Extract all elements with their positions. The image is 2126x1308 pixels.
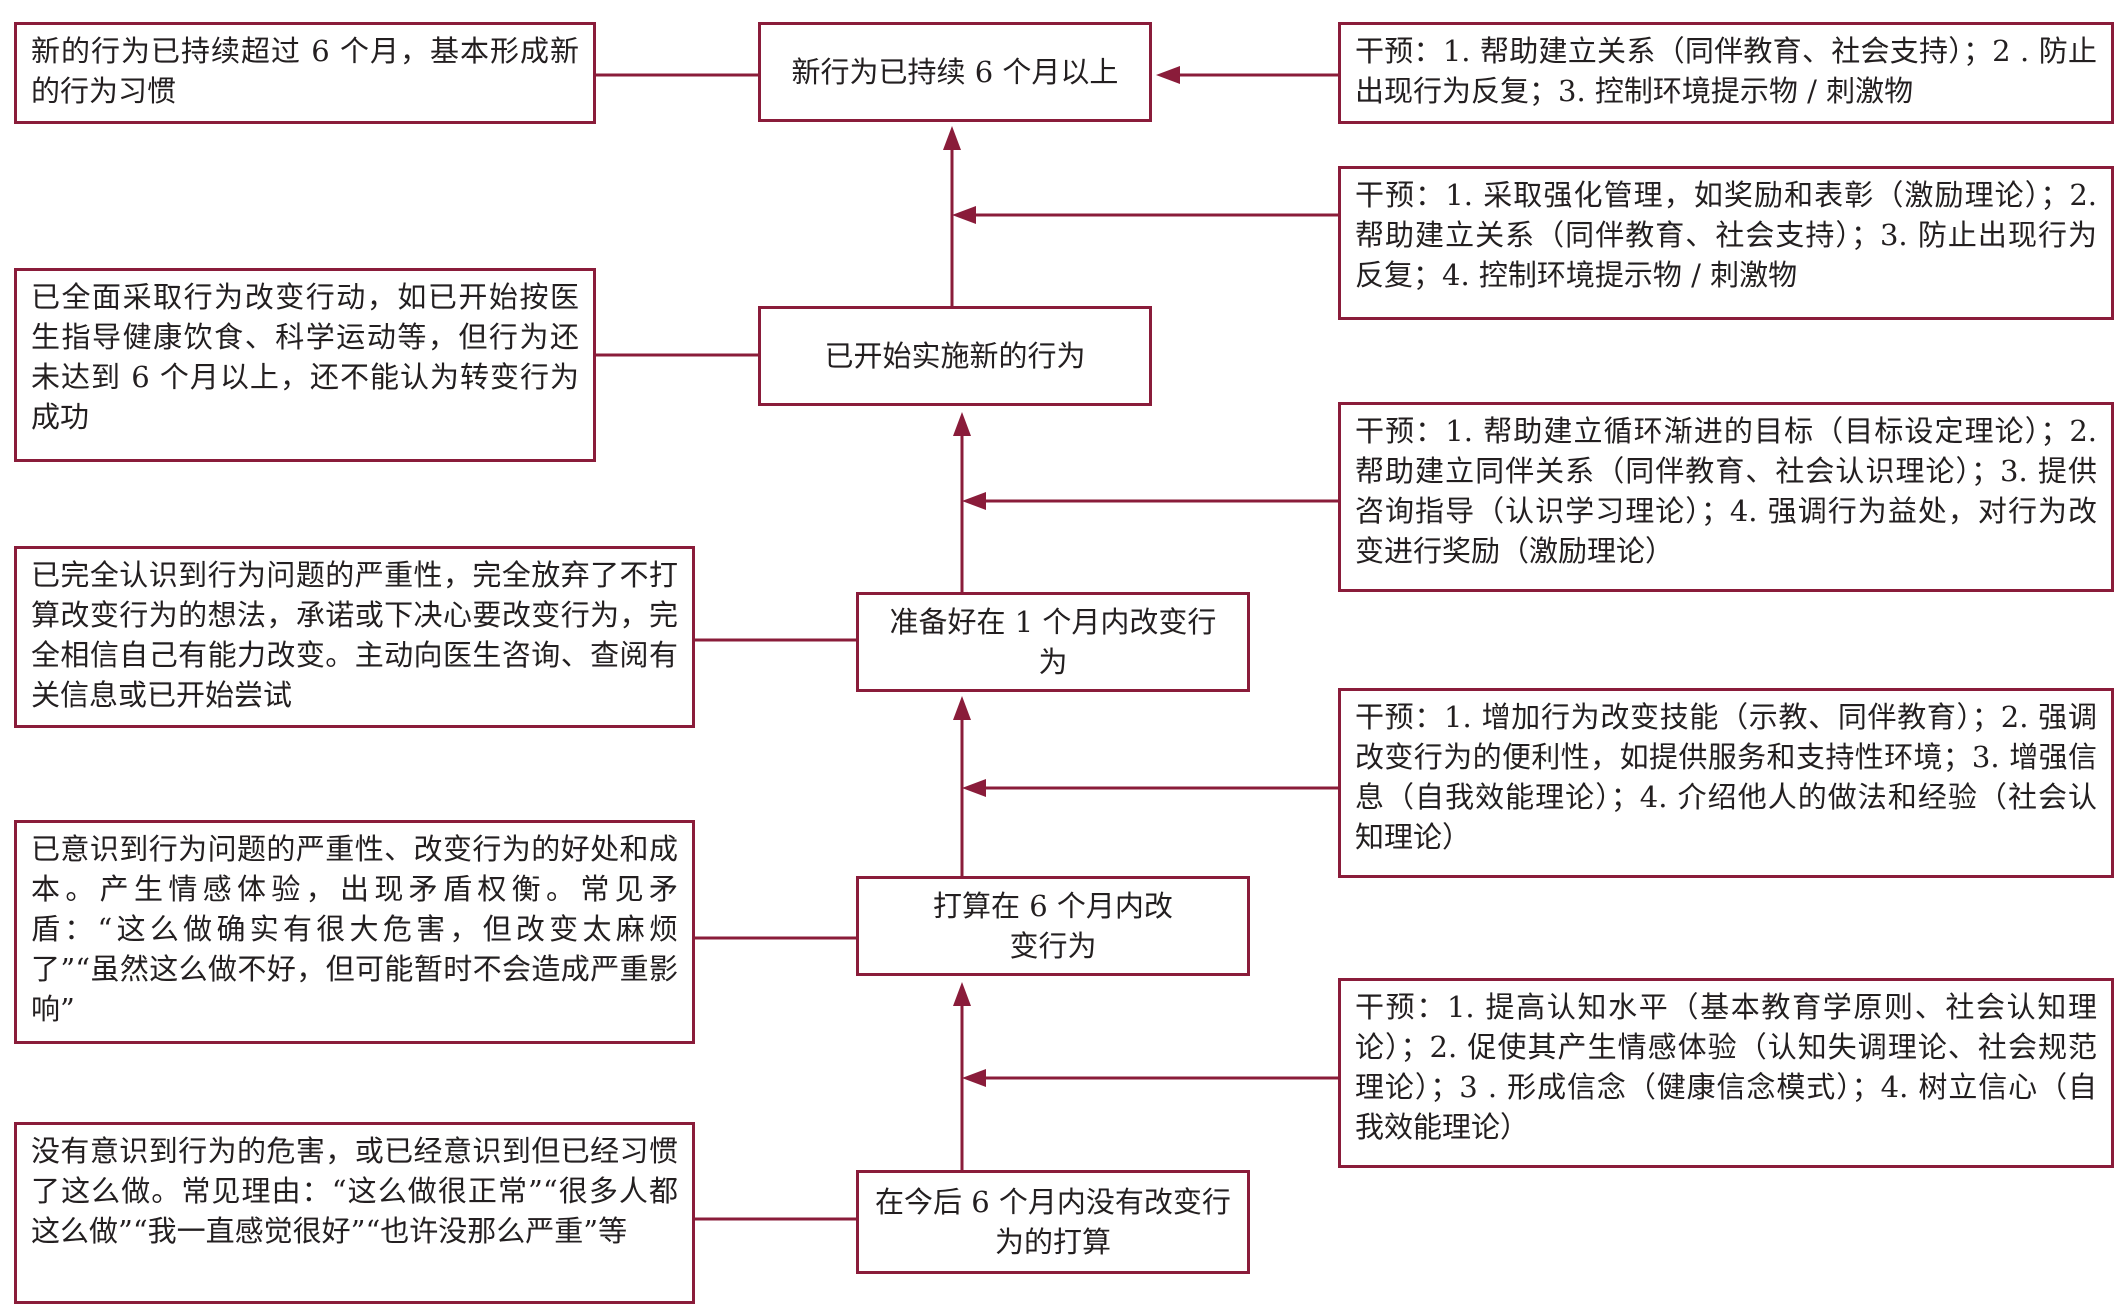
stage-action: 已开始实施新的行为 bbox=[758, 306, 1152, 406]
description-preparation-text: 已完全认识到行为问题的严重性，完全放弃了不打算改变行为的想法，承诺或下决心要改变… bbox=[31, 558, 678, 712]
intervention-contemplation-to-preparation: 干预：1. 增加行为改变技能（示教、同伴教育）；2. 强调改变行为的便利性，如提… bbox=[1338, 688, 2114, 878]
arrowhead-intervention-precontemplation-contemplation bbox=[962, 1069, 986, 1087]
arrowhead-preparation bbox=[953, 696, 971, 720]
description-preparation: 已完全认识到行为问题的严重性，完全放弃了不打算改变行为的想法，承诺或下决心要改变… bbox=[14, 546, 695, 728]
description-contemplation: 已意识到行为问题的严重性、改变行为的好处和成本。产生情感体验，出现矛盾权衡。常见… bbox=[14, 820, 695, 1044]
intervention-to-maintenance-text: 干预：1. 帮助建立关系（同伴教育、社会支持）；2 . 防止出现行为反复；3. … bbox=[1355, 34, 2097, 108]
description-maintenance-text: 新的行为已持续超过 6 个月，基本形成新的行为习惯 bbox=[31, 34, 579, 108]
description-contemplation-text: 已意识到行为问题的严重性、改变行为的好处和成本。产生情感体验，出现矛盾权衡。常见… bbox=[31, 832, 678, 1026]
intervention-action-to-maintenance-text: 干预：1. 采取强化管理，如奖励和表彰（激励理论）；2. 帮助建立关系（同伴教育… bbox=[1355, 178, 2097, 292]
description-precontemplation: 没有意识到行为的危害，或已经意识到但已经习惯了这么做。常见理由：“这么做很正常”… bbox=[14, 1122, 695, 1304]
stage-contemplation-label: 打算在 6 个月内改变行为 bbox=[933, 889, 1173, 963]
stage-maintenance: 新行为已持续 6 个月以上 bbox=[758, 22, 1152, 122]
arrowhead-intervention-action-maintenance bbox=[952, 206, 976, 224]
description-precontemplation-text: 没有意识到行为的危害，或已经意识到但已经习惯了这么做。常见理由：“这么做很正常”… bbox=[31, 1134, 678, 1248]
intervention-preparation-to-action: 干预：1. 帮助建立循环渐进的目标（目标设定理论）；2. 帮助建立同伴关系（同伴… bbox=[1338, 402, 2114, 592]
description-maintenance: 新的行为已持续超过 6 个月，基本形成新的行为习惯 bbox=[14, 22, 596, 124]
stage-maintenance-label: 新行为已持续 6 个月以上 bbox=[791, 55, 1119, 89]
stage-contemplation: 打算在 6 个月内改变行为 bbox=[856, 876, 1250, 976]
intervention-precontemplation-to-contemplation-text: 干预：1. 提高认知水平（基本教育学原则、社会认知理论）；2. 促使其产生情感体… bbox=[1355, 990, 2097, 1144]
stage-preparation: 准备好在 1 个月内改变行为 bbox=[856, 592, 1250, 692]
arrowhead-action bbox=[953, 412, 971, 436]
arrowhead-intervention-contemplation-preparation bbox=[962, 779, 986, 797]
description-action-text: 已全面采取行为改变行动，如已开始按医生指导健康饮食、科学运动等，但行为还未达到 … bbox=[31, 280, 579, 434]
stage-preparation-label: 准备好在 1 个月内改变行为 bbox=[889, 605, 1217, 679]
intervention-preparation-to-action-text: 干预：1. 帮助建立循环渐进的目标（目标设定理论）；2. 帮助建立同伴关系（同伴… bbox=[1355, 414, 2097, 568]
description-action: 已全面采取行为改变行动，如已开始按医生指导健康饮食、科学运动等，但行为还未达到 … bbox=[14, 268, 596, 462]
arrowhead-intervention-preparation-action bbox=[962, 492, 986, 510]
arrowhead-maintenance bbox=[943, 126, 961, 150]
stage-precontemplation-label: 在今后 6 个月内没有改变行为的打算 bbox=[875, 1185, 1231, 1259]
intervention-to-maintenance: 干预：1. 帮助建立关系（同伴教育、社会支持）；2 . 防止出现行为反复；3. … bbox=[1338, 22, 2114, 124]
arrowhead-intervention-maintenance bbox=[1156, 66, 1180, 84]
stage-action-label: 已开始实施新的行为 bbox=[824, 339, 1086, 373]
intervention-action-to-maintenance: 干预：1. 采取强化管理，如奖励和表彰（激励理论）；2. 帮助建立关系（同伴教育… bbox=[1338, 166, 2114, 320]
arrowhead-contemplation bbox=[953, 982, 971, 1006]
intervention-contemplation-to-preparation-text: 干预：1. 增加行为改变技能（示教、同伴教育）；2. 强调改变行为的便利性，如提… bbox=[1355, 700, 2097, 854]
stage-precontemplation: 在今后 6 个月内没有改变行为的打算 bbox=[856, 1170, 1250, 1274]
intervention-precontemplation-to-contemplation: 干预：1. 提高认知水平（基本教育学原则、社会认知理论）；2. 促使其产生情感体… bbox=[1338, 978, 2114, 1168]
